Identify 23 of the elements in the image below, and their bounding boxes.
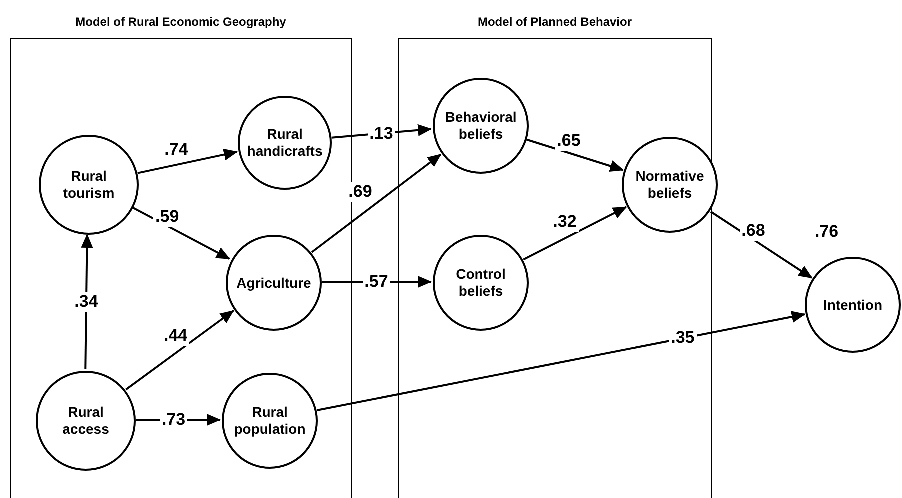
path-coefficient: .69: [346, 182, 374, 202]
path-coefficient: .59: [154, 207, 182, 228]
path-coefficient: .68: [740, 221, 768, 241]
path-arrow: [138, 148, 238, 174]
panel-heading: Model of Rural Economic Geography: [74, 14, 288, 31]
construct-name: Rural access: [62, 404, 110, 438]
path-arrow: [316, 311, 806, 412]
construct-name: Agriculture: [236, 274, 312, 292]
path-arrow: [526, 138, 624, 172]
path-arrow: [311, 154, 442, 254]
construct-name: Rural handicrafts: [246, 126, 324, 160]
path-coefficient: .34: [72, 292, 100, 312]
path-coefficient: .65: [555, 131, 583, 151]
construct-name: Rural tourism: [62, 168, 116, 202]
construct-name: Behavioral beliefs: [444, 109, 518, 143]
construct-name: Control beliefs: [455, 266, 507, 300]
construct-name: Normative beliefs: [634, 168, 706, 202]
construct-name: Rural population: [233, 404, 307, 438]
panel-heading: Model of Planned Behavior: [476, 14, 634, 31]
construct-name: Intention: [822, 296, 884, 314]
path-arrow: [126, 310, 234, 391]
path-arrow: [523, 206, 628, 261]
r-squared-value: .76: [815, 221, 839, 243]
